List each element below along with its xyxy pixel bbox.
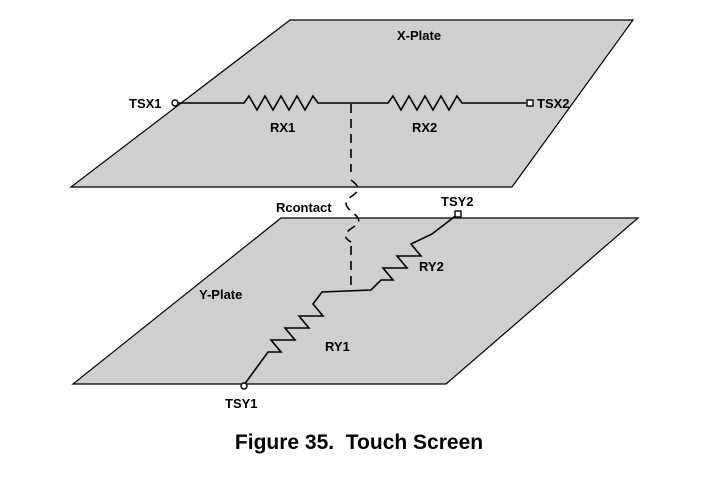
ry2-label: RY2 [419,259,444,274]
tsy2-label: TSY2 [441,194,474,209]
figure-caption: Figure 35. Touch Screen [235,431,483,454]
tsx2-terminal [526,99,534,107]
y-resistor-network [243,213,459,386]
y-plate-label: Y-Plate [199,287,242,302]
tsy2-terminal [454,210,462,218]
tsx1-terminal [171,99,179,107]
rcontact-label: Rcontact [276,200,332,215]
rx2-label: RX2 [412,120,437,135]
rx1-label: RX1 [270,120,295,135]
tsx2-label: TSX2 [537,96,570,111]
x-plate-label: X-Plate [397,28,441,43]
x-resistor-network [177,94,526,112]
tsy1-terminal [240,382,248,390]
ry1-label: RY1 [325,339,350,354]
tsy1-label: TSY1 [225,396,258,411]
tsx1-label: TSX1 [129,96,162,111]
y-plate [71,217,640,385]
